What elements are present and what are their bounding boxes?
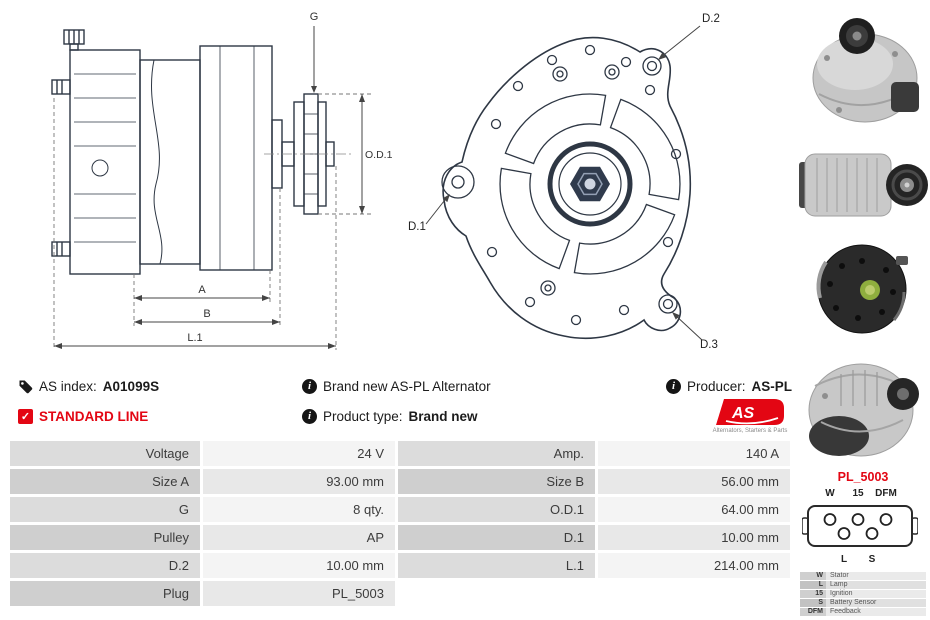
brand-new-text: Brand new AS-PL Alternator	[323, 378, 491, 394]
legend-desc: Lamp	[826, 581, 926, 589]
info-icon: i	[666, 378, 681, 394]
tag-icon	[19, 380, 33, 393]
plug-connector-diagram	[802, 505, 918, 547]
as-pl-logo: AS	[716, 399, 784, 425]
plug-pin-w	[823, 513, 837, 526]
dim-label-d2: D.2	[702, 13, 720, 25]
plug-legend: W Stator L Lamp 15 Ignition S Battery Se…	[800, 572, 926, 617]
legend-desc: Ignition	[826, 590, 926, 598]
legend-row: DFM Feedback	[800, 608, 926, 616]
spec-label: G	[10, 497, 200, 522]
legend-row: 15 Ignition	[800, 590, 926, 598]
check-icon: ✓	[18, 408, 33, 424]
pin-label-s: S	[868, 554, 876, 565]
plug-pin-dfm	[879, 513, 893, 526]
dim-label-b: B	[203, 308, 210, 320]
spec-label: Size B	[398, 469, 595, 494]
brand-new-row: i Brand new AS-PL Alternator	[302, 377, 491, 395]
standard-line-row: ✓ STANDARD LINE	[18, 407, 148, 425]
plug-pin-s	[865, 527, 879, 540]
producer-label: Producer:	[687, 378, 746, 394]
legend-desc: Feedback	[826, 608, 926, 616]
spec-value: 140 A	[598, 441, 790, 466]
dim-label-d3: D.3	[700, 339, 718, 351]
spec-value: 10.00 mm	[598, 525, 790, 550]
side-view-drawing: G O.D.1 A B L.1	[51, 11, 393, 350]
as-index-label: AS index:	[39, 378, 97, 394]
info-icon: i	[302, 408, 317, 424]
spec-label: Pulley	[10, 525, 200, 550]
product-photo-2	[799, 153, 928, 217]
plug-pin-15	[851, 513, 865, 526]
legend-key: 15	[800, 590, 826, 598]
spec-value: 56.00 mm	[598, 469, 790, 494]
front-view-drawing: D.2 D.1 D.3	[408, 13, 720, 351]
plug-bottom-pin-labels: L S	[802, 554, 918, 566]
dim-label-l1: L.1	[187, 332, 202, 344]
legend-key: S	[800, 599, 826, 607]
info-icon: i	[302, 378, 317, 394]
dim-label-a: A	[198, 284, 206, 296]
spec-value: PL_5003	[203, 581, 395, 606]
spec-value: 64.00 mm	[598, 497, 790, 522]
dim-label-od1: O.D.1	[365, 149, 393, 161]
pin-label-15: 15	[852, 488, 864, 499]
spec-label: O.D.1	[398, 497, 595, 522]
legend-row: L Lamp	[800, 581, 926, 589]
legend-row: W Stator	[800, 572, 926, 580]
spec-empty-cell	[398, 581, 595, 606]
product-photo-1	[812, 18, 919, 123]
product-photo-4	[808, 363, 919, 457]
spec-label: Size A	[10, 469, 200, 494]
legend-desc: Battery Sensor	[826, 599, 926, 607]
plug-pin-l	[837, 527, 851, 540]
legend-key: W	[800, 572, 826, 580]
as-index-value: A01099S	[102, 378, 160, 394]
standard-line-label: STANDARD LINE	[39, 408, 149, 424]
legend-row: S Battery Sensor	[800, 599, 926, 607]
product-type-value: Brand new	[408, 408, 478, 424]
spec-label: D.2	[10, 553, 200, 578]
spec-value: 10.00 mm	[203, 553, 395, 578]
spec-table: Voltage 24 V Amp. 140 A Size A 93.00 mm …	[10, 441, 790, 606]
pin-label-l: L	[840, 554, 848, 565]
dim-label-d1: D.1	[408, 221, 426, 233]
pin-label-dfm: DFM	[875, 488, 897, 499]
pin-label-w: W	[825, 488, 835, 499]
spec-label: Plug	[10, 581, 200, 606]
spec-empty-cell	[598, 581, 790, 606]
plug-top-pin-labels: W 15 DFM	[802, 488, 918, 500]
spec-label: L.1	[398, 553, 595, 578]
spec-value: 214.00 mm	[598, 553, 790, 578]
spec-value: 93.00 mm	[203, 469, 395, 494]
logo-tagline: Alternators, Starters & Parts	[712, 428, 788, 434]
product-type-label: Product type:	[323, 408, 403, 424]
logo-text: AS	[731, 405, 755, 422]
producer-value: AS-PL	[751, 378, 793, 394]
legend-key: DFM	[800, 608, 826, 616]
legend-key: L	[800, 581, 826, 589]
legend-desc: Stator	[826, 572, 926, 580]
spec-value: AP	[203, 525, 395, 550]
spec-label: Voltage	[10, 441, 200, 466]
spec-value: 8 qty.	[203, 497, 395, 522]
spec-label: Amp.	[398, 441, 595, 466]
spec-value: 24 V	[203, 441, 395, 466]
as-index-row: AS index: A01099S	[18, 377, 159, 395]
spec-label: D.1	[398, 525, 595, 550]
producer-row: i Producer: AS-PL	[666, 377, 792, 395]
product-photo-3	[816, 244, 908, 334]
product-type-row: i Product type: Brand new	[302, 407, 478, 425]
plug-name: PL_5003	[837, 470, 889, 484]
dim-label-g: G	[310, 11, 319, 23]
